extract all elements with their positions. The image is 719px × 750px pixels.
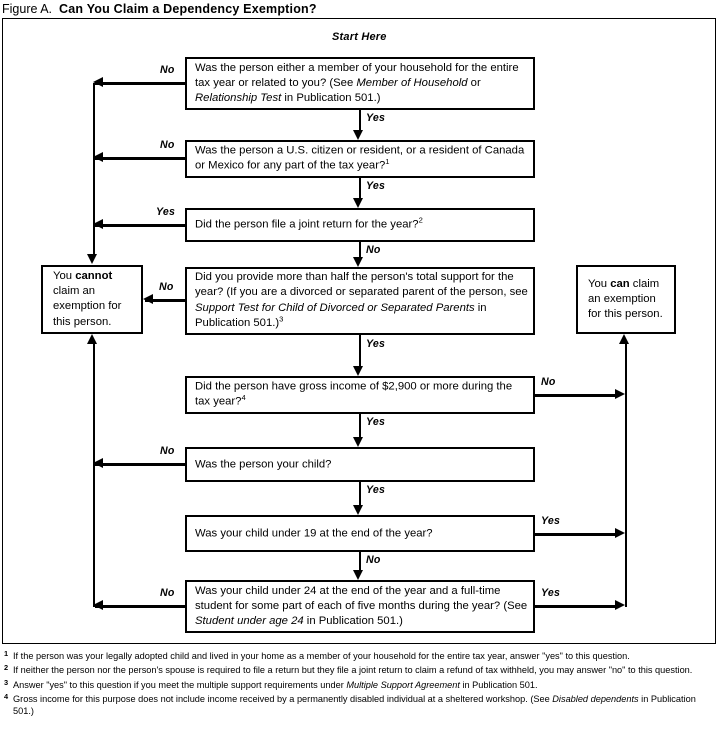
footnotes: 1 If the person was your legally adopted … — [2, 649, 716, 719]
node-text: Did the person file a joint return for t… — [195, 215, 423, 231]
left-rail-upper — [93, 83, 96, 255]
edge-q1-no-arrow — [93, 77, 103, 88]
footnote-marker: 4 — [4, 691, 9, 701]
edge-q5-no-arrow — [615, 389, 625, 400]
edge-label-q8-yes: Yes — [541, 587, 561, 599]
right-rail — [625, 344, 628, 607]
footnote-marker: 3 — [4, 677, 9, 687]
node-cannot-claim[interactable]: You cannot claim an exemption for this p… — [41, 265, 143, 334]
edge-label-q8-no: No — [160, 587, 175, 599]
footnote-text: If neither the person nor the person's s… — [13, 665, 693, 676]
node-text: Was the person a U.S. citizen or residen… — [195, 144, 525, 172]
footnote-ref: 2 — [418, 215, 423, 225]
edge-q1-no — [95, 82, 185, 85]
edge-q6-no — [95, 463, 185, 466]
node-was-person-your-child[interactable]: Was the person your child? — [185, 447, 535, 482]
figure-title-row: Figure A. Can You Claim a Dependency Exem… — [2, 0, 712, 17]
start-here-label: Start Here — [332, 31, 387, 43]
edge-q2-yes-arrow — [353, 198, 364, 208]
edge-q4-yes — [359, 335, 362, 366]
edge-label-q5-no: No — [541, 376, 556, 388]
node-child-under-24-student[interactable]: Was your child under 24 at the end of th… — [185, 580, 535, 633]
footnote-ref: 4 — [241, 393, 246, 403]
edge-q4-no-arrow — [143, 294, 153, 305]
node-text: Was the person either a member of your h… — [195, 61, 519, 105]
footnote-marker: 2 — [4, 663, 9, 673]
edge-q3-no — [359, 242, 362, 257]
edge-q2-no — [95, 157, 185, 160]
edge-q1-yes — [359, 110, 362, 131]
node-can-claim[interactable]: You can claim an exemption for this pers… — [576, 265, 676, 334]
edge-q3-yes — [95, 224, 185, 227]
left-rail-lower — [93, 344, 96, 607]
footnote-marker: 1 — [4, 649, 9, 658]
edge-q4-yes-arrow — [353, 366, 364, 376]
left-rail-arrow-down — [87, 254, 98, 264]
edge-q8-no-arrow — [93, 600, 103, 611]
node-support-test[interactable]: Did you provide more than half the perso… — [185, 267, 535, 335]
footnote-ref: 3 — [279, 314, 284, 324]
footnote-4: 4 Gross income for this purpose does not … — [2, 691, 716, 718]
figure-label: Figure A. — [2, 2, 53, 16]
left-rail-arrow-up — [87, 334, 98, 344]
edge-label-q2-no: No — [160, 139, 175, 151]
edge-q8-no — [95, 605, 185, 608]
edge-q8-yes — [535, 605, 617, 608]
edge-q3-no-arrow — [353, 257, 364, 267]
edge-q7-no-arrow — [353, 570, 364, 580]
edge-label-q1-no: No — [160, 64, 175, 76]
edge-q4-no — [145, 299, 185, 302]
edge-q6-no-arrow — [93, 458, 103, 469]
edge-label-q2-yes: Yes — [366, 180, 386, 192]
edge-q7-no — [359, 552, 362, 570]
node-text: You cannot claim an exemption for this p… — [53, 269, 122, 328]
edge-q2-yes — [359, 178, 362, 198]
node-text: Was your child under 19 at the end of th… — [195, 526, 433, 539]
edge-label-q6-yes: Yes — [366, 484, 386, 496]
edge-q2-no-arrow — [93, 152, 103, 163]
edge-q8-yes-arrow — [615, 600, 625, 611]
node-text: Was your child under 24 at the end of th… — [195, 584, 528, 628]
edge-label-q3-yes: Yes — [156, 206, 176, 218]
node-text: Did you provide more than half the perso… — [195, 271, 528, 330]
footnote-ref: 1 — [385, 157, 390, 167]
edge-label-q6-no: No — [160, 445, 175, 457]
edge-label-q1-yes: Yes — [366, 112, 386, 124]
footnote-text: If the person was your legally adopted c… — [13, 651, 630, 661]
footnote-3: 3 Answer "yes" to this question if you me… — [2, 677, 716, 691]
edge-q5-no — [535, 394, 617, 397]
footnote-1: 1 If the person was your legally adopted … — [2, 649, 716, 662]
right-rail-arrow-up — [619, 334, 630, 344]
edge-q3-yes-arrow — [93, 219, 103, 230]
node-text: Did the person have gross income of $2,9… — [195, 380, 513, 408]
edge-q5-yes-arrow — [353, 437, 364, 447]
node-text: You can claim an exemption for this pers… — [588, 277, 663, 321]
footnote-text: Gross income for this purpose does not i… — [13, 693, 696, 717]
footnote-text: Answer "yes" to this question if you mee… — [13, 679, 538, 690]
node-child-under-19[interactable]: Was your child under 19 at the end of th… — [185, 515, 535, 552]
node-joint-return-test[interactable]: Did the person file a joint return for t… — [185, 208, 535, 242]
edge-label-q3-no: No — [366, 244, 381, 256]
edge-q1-yes-arrow — [353, 130, 364, 140]
edge-label-q5-yes: Yes — [366, 416, 386, 428]
edge-q5-yes — [359, 414, 362, 437]
node-gross-income-test[interactable]: Did the person have gross income of $2,9… — [185, 376, 535, 414]
edge-label-q4-no: No — [159, 281, 174, 293]
edge-q7-yes — [535, 533, 617, 536]
node-citizen-or-resident-test[interactable]: Was the person a U.S. citizen or residen… — [185, 140, 535, 178]
edge-label-q7-yes: Yes — [541, 515, 561, 527]
edge-label-q4-yes: Yes — [366, 338, 386, 350]
edge-label-q7-no: No — [366, 554, 381, 566]
page-title: Can You Claim a Dependency Exemption? — [59, 2, 317, 16]
edge-q7-yes-arrow — [615, 528, 625, 539]
footnote-2: 2 If neither the person nor the person's … — [2, 663, 716, 676]
node-member-or-relationship-test[interactable]: Was the person either a member of your h… — [185, 57, 535, 110]
edge-q6-yes — [359, 482, 362, 505]
edge-q6-yes-arrow — [353, 505, 364, 515]
node-text: Was the person your child? — [195, 457, 332, 470]
